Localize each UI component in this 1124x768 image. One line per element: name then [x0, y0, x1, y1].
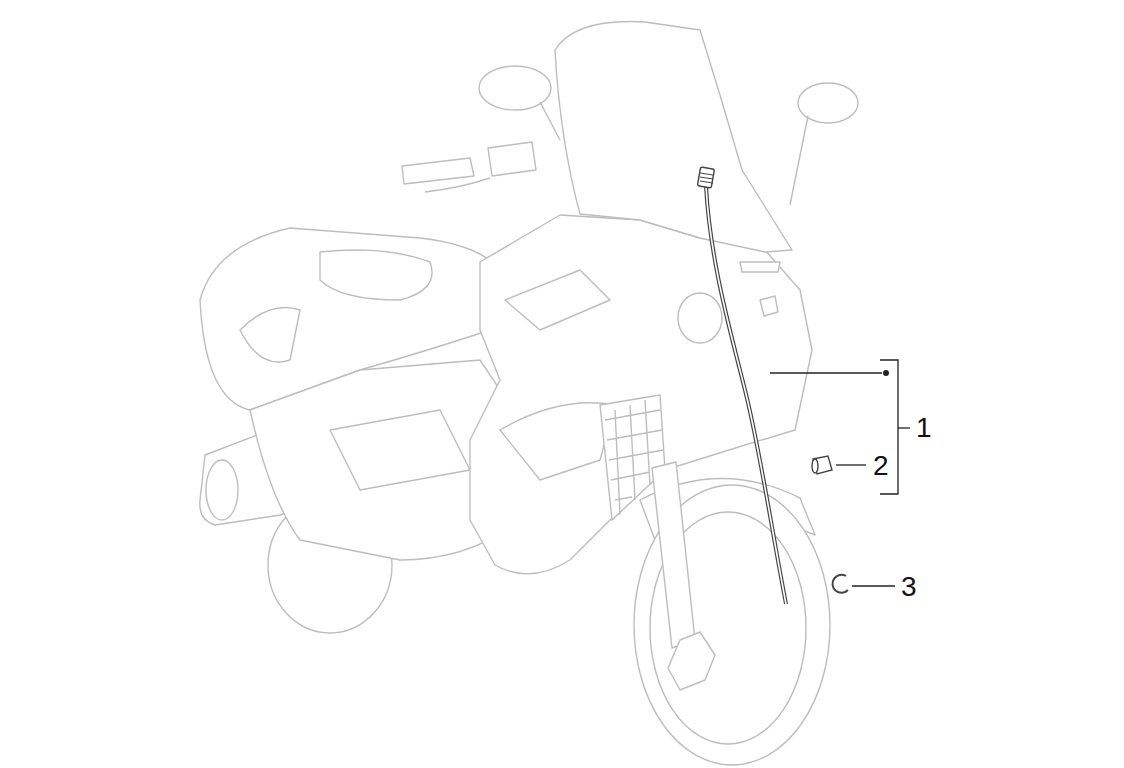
callout-number: 1: [916, 414, 932, 442]
scooter-outline: [200, 22, 858, 765]
callout-number: 2: [873, 452, 889, 480]
leader-lines: [770, 360, 910, 586]
cable-nut: [812, 456, 832, 474]
circlip: [832, 575, 848, 593]
leader-dot: [883, 370, 889, 376]
callout-number: 3: [901, 573, 917, 601]
speedometer-cable: [697, 167, 786, 604]
